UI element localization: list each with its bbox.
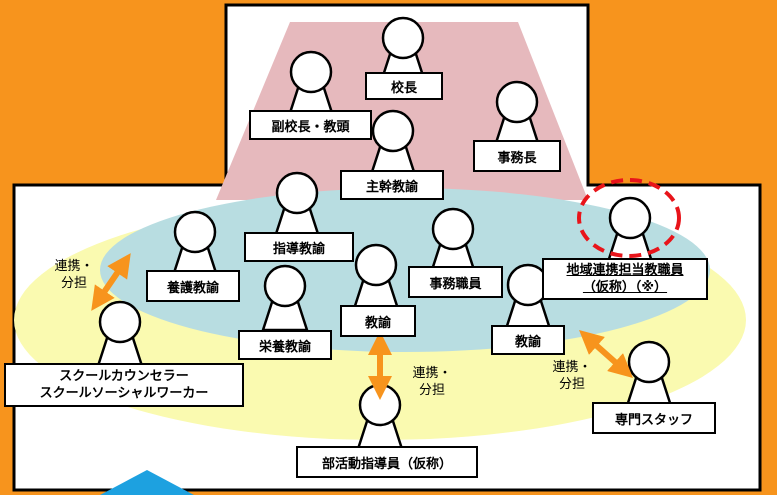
relation-note-right-line1: 連携・: [552, 360, 592, 375]
person-counselor-icon: [96, 300, 144, 368]
label-vice-principal: 副校長・教頭: [249, 110, 372, 140]
relation-arrow-right: [579, 330, 633, 378]
inner-ellipse: [100, 188, 710, 352]
label-community-coordinator-line2: （仮称）（※）: [582, 280, 668, 295]
highlight-circle: [577, 178, 681, 258]
label-counselor-line1: スクールカウンセラー: [59, 369, 189, 384]
person-teacher-center-icon: [352, 243, 400, 311]
label-specialist-staff: 専門スタッフ: [592, 402, 716, 434]
person-office-manager-icon: [493, 80, 541, 148]
label-office-staff: 事務職員: [408, 266, 503, 298]
person-club-instructor-icon: [356, 383, 404, 451]
person-vice-principal-icon: [287, 50, 335, 118]
relation-note-left: 連携・ 分担: [46, 258, 102, 292]
label-counselor-line2: スクールソーシャルワーカー: [39, 386, 209, 401]
label-club-instructor: 部活動指導員（仮称）: [296, 446, 478, 478]
relation-note-right-line2: 分担: [558, 377, 585, 392]
label-teacher-right: 教諭: [491, 325, 565, 355]
person-office-staff-icon: [429, 207, 477, 275]
relation-note-center-line1: 連携・: [412, 366, 452, 381]
person-nursing-teacher-icon: [171, 210, 219, 278]
relation-note-right: 連携・ 分担: [544, 359, 600, 393]
label-community-coordinator-line1: 地域連携担当教職員: [566, 263, 684, 278]
person-senior-teacher-icon: [369, 109, 417, 177]
label-community-coordinator: 地域連携担当教職員 （仮称）（※）: [542, 258, 708, 300]
label-counselor: スクールカウンセラー スクールソーシャルワーカー: [4, 363, 244, 407]
label-teacher-center: 教諭: [340, 305, 416, 337]
relation-arrow-left: [91, 253, 131, 311]
label-nutrition-teacher: 栄養教諭: [238, 330, 332, 360]
person-guidance-teacher-icon: [273, 171, 321, 239]
relation-note-center-line2: 分担: [418, 383, 445, 398]
person-nutrition-teacher-icon: [261, 264, 309, 332]
label-nursing-teacher: 養護教諭: [146, 270, 240, 302]
label-senior-teacher: 主幹教諭: [340, 170, 444, 200]
relation-note-center: 連携・ 分担: [404, 365, 460, 399]
label-guidance-teacher: 指導教諭: [244, 232, 354, 262]
label-principal: 校長: [365, 72, 443, 100]
corner-triangle: [100, 470, 194, 495]
relation-note-left-line2: 分担: [60, 276, 87, 291]
label-office-manager: 事務長: [473, 140, 561, 172]
person-specialist-staff-icon: [625, 340, 673, 408]
relation-note-left-line1: 連携・: [54, 259, 94, 274]
